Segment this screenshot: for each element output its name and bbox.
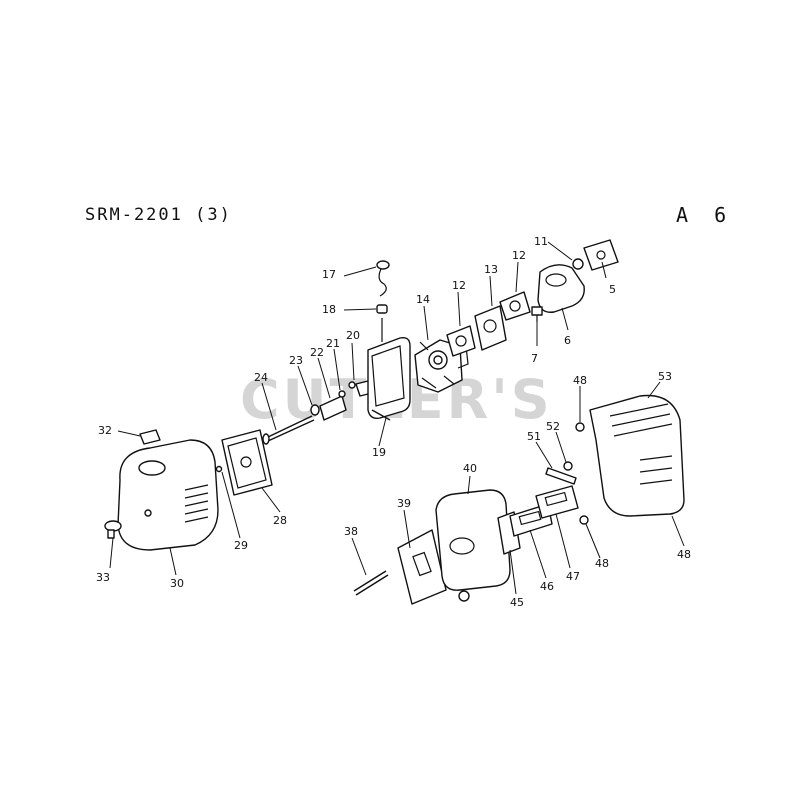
- callout-46: 46: [540, 580, 554, 593]
- part-carburetor: [414, 339, 469, 393]
- part-stud: [353, 570, 389, 596]
- leader-lines: [109, 241, 685, 595]
- part-long-bolt: [262, 415, 315, 445]
- diagram-title: SRM-2201 (3): [85, 205, 232, 225]
- callout-5: 5: [609, 283, 616, 296]
- callout-23: 23: [289, 354, 303, 367]
- part-small-grommet: [215, 465, 223, 473]
- part-seal-11: [572, 258, 584, 270]
- callout-48-c: 48: [677, 548, 691, 561]
- callout-12-b: 12: [512, 249, 526, 262]
- callout-28: 28: [273, 514, 287, 527]
- part-washer: [310, 404, 320, 416]
- part-air-cleaner-case: [367, 336, 411, 421]
- callout-11: 11: [534, 235, 548, 248]
- callout-labels: 5 6 7 11 12 12 13 14 17 18 19 20 21 22 2…: [96, 235, 691, 609]
- callout-47: 47: [566, 570, 580, 583]
- callout-32: 32: [98, 424, 112, 437]
- callout-48-a: 48: [595, 557, 609, 570]
- callout-24: 24: [254, 371, 268, 384]
- part-air-cleaner-gasket: [221, 429, 273, 496]
- callout-14: 14: [416, 293, 430, 306]
- callout-22: 22: [310, 346, 324, 359]
- part-knob-screw: [104, 520, 122, 539]
- callout-52: 52: [546, 420, 560, 433]
- part-muffler: [435, 489, 511, 602]
- callout-6: 6: [564, 334, 571, 347]
- page-code: A 6: [676, 203, 734, 227]
- part-insulator: [474, 305, 507, 351]
- callout-29: 29: [234, 539, 248, 552]
- callout-40: 40: [463, 462, 477, 475]
- part-screen: [535, 485, 579, 519]
- callout-51: 51: [527, 430, 541, 443]
- part-carb-gasket-a: [446, 325, 476, 357]
- callout-38: 38: [344, 525, 358, 538]
- part-spring: [348, 381, 356, 389]
- part-primer-pump: [376, 260, 390, 297]
- part-intake-manifold: [537, 264, 585, 313]
- callout-30: 30: [170, 577, 184, 590]
- part-screw-7: [531, 306, 543, 322]
- part-engine-cover: [117, 439, 219, 551]
- part-carb-gasket-b: [499, 291, 531, 321]
- callout-18: 18: [322, 303, 336, 316]
- part-pin: [338, 390, 346, 398]
- callout-12-a: 12: [452, 279, 466, 292]
- callout-21: 21: [326, 337, 340, 350]
- callout-17: 17: [322, 268, 336, 281]
- part-screw-48-a: [579, 515, 589, 525]
- part-manifold-gasket: [583, 239, 619, 271]
- part-screw-48-b: [575, 422, 585, 432]
- part-primer-cap: [376, 304, 388, 314]
- part-muffler-gasket: [397, 529, 447, 605]
- part-choke-plate: [319, 395, 347, 421]
- callout-39: 39: [397, 497, 411, 510]
- part-muffler-cover: [589, 394, 685, 517]
- part-collar: [563, 461, 573, 471]
- callout-53: 53: [658, 370, 672, 383]
- callout-20: 20: [346, 329, 360, 342]
- part-pad: [139, 429, 161, 445]
- callout-13: 13: [484, 263, 498, 276]
- callout-33: 33: [96, 571, 110, 584]
- callout-48-b: 48: [573, 374, 587, 387]
- part-spacer: [545, 467, 577, 485]
- callout-19: 19: [372, 446, 386, 459]
- callout-45: 45: [510, 596, 524, 609]
- callout-7: 7: [531, 352, 538, 365]
